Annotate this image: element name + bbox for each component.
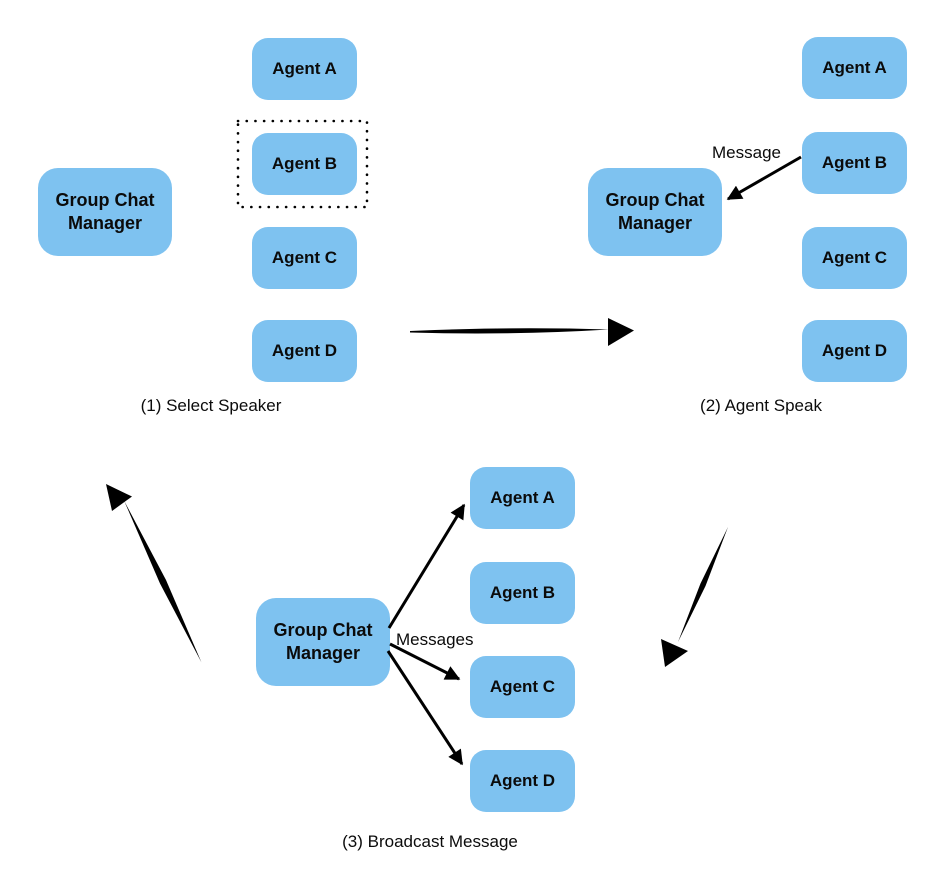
p2-agent-b-label: Agent B — [821, 153, 888, 172]
p3-messages-arrow-label: Messages — [396, 630, 474, 649]
step2-to-step3-arrow — [661, 527, 728, 667]
p2-caption: (2) Agent Speak — [700, 396, 822, 415]
p2-agent-d-box: Agent D — [802, 320, 907, 382]
p1-agent-d-box: Agent D — [252, 320, 357, 382]
p3-agent-c-label: Agent C — [489, 677, 556, 696]
p1-agent-b-box: Agent B — [252, 133, 357, 195]
p2-agent-a-label: Agent A — [822, 58, 887, 77]
p2-message-arrow-label: Message — [712, 143, 781, 162]
p1-agent-c-box: Agent C — [252, 227, 357, 289]
p2-agent-b-box: Agent B — [802, 132, 907, 194]
p2-message-arrow — [726, 155, 802, 201]
p3-agent-a-box: Agent A — [470, 467, 575, 529]
p1-agent-b-label: Agent B — [271, 154, 338, 173]
step1-to-step2-arrow — [410, 318, 634, 346]
p3-broadcast-arrow-agent-a — [387, 503, 466, 629]
p2-agent-c-box: Agent C — [802, 227, 907, 289]
p1-agent-d-label: Agent D — [271, 341, 338, 360]
p2-agent-a-box: Agent A — [802, 37, 907, 99]
p3-group-chat-manager-label: Group Chat Manager — [273, 620, 373, 663]
p3-caption: (3) Broadcast Message — [342, 832, 518, 851]
p1-agent-a-box: Agent A — [252, 38, 357, 100]
p1-agent-c-label: Agent C — [271, 248, 338, 267]
p1-agent-a-label: Agent A — [272, 59, 337, 78]
p3-group-chat-manager-box: Group Chat Manager — [256, 598, 390, 686]
p2-group-chat-manager-box: Group Chat Manager — [588, 168, 722, 256]
p2-agent-c-label: Agent C — [821, 248, 888, 267]
p3-agent-a-label: Agent A — [490, 488, 555, 507]
p1-group-chat-manager-label: Group Chat Manager — [55, 190, 155, 233]
step3-to-step1-loop-arrow — [106, 484, 202, 663]
p3-agent-d-label: Agent D — [489, 771, 556, 790]
p3-agent-d-box: Agent D — [470, 750, 575, 812]
p3-agent-b-box: Agent B — [470, 562, 575, 624]
p3-broadcast-arrow-agent-d — [386, 650, 464, 766]
p1-group-chat-manager-box: Group Chat Manager — [38, 168, 172, 256]
p2-agent-d-label: Agent D — [821, 341, 888, 360]
p3-agent-b-label: Agent B — [489, 583, 556, 602]
p3-agent-c-box: Agent C — [470, 656, 575, 718]
p1-caption: (1) Select Speaker — [140, 396, 282, 415]
p2-group-chat-manager-label: Group Chat Manager — [605, 190, 705, 233]
